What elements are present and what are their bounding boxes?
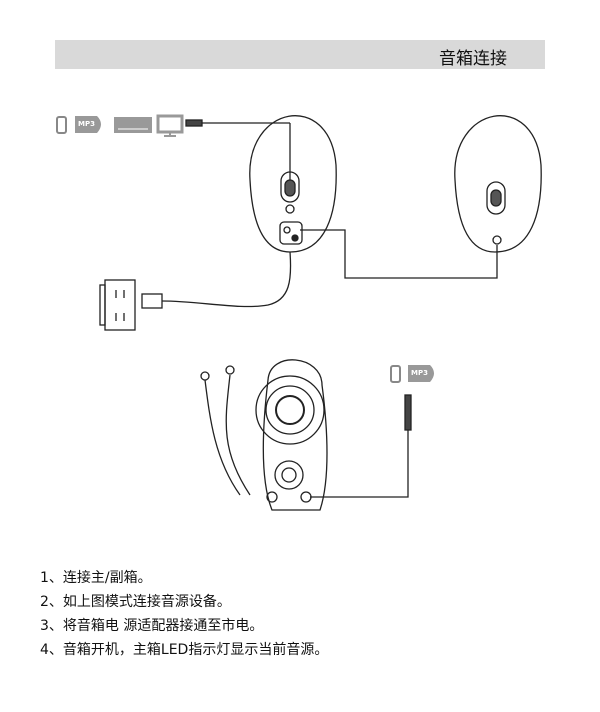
section-header: 音箱连接: [55, 40, 545, 69]
instruction-step: 1、连接主/副箱。: [40, 570, 152, 586]
main-speaker-rear: [249, 115, 337, 253]
mp3-label: MP3: [78, 120, 95, 128]
section-title: 音箱连接: [439, 49, 507, 69]
speaker-link-cable: [300, 229, 498, 279]
instruction-step: 2、如上图模式连接音源设备。: [40, 594, 231, 610]
instruction-list: 1、连接主/副箱。 2、如上图模式连接音源设备。 3、将音箱电 源适配器接通至市…: [40, 566, 328, 662]
mp3-icon: MP3: [408, 365, 434, 382]
instruction-step: 4、音箱开机，主箱LED指示灯显示当前音源。: [40, 642, 329, 658]
audio-jack-plug: [404, 394, 412, 431]
aux-cable: [310, 430, 409, 498]
power-cable: [161, 251, 292, 308]
mp3-label: MP3: [411, 369, 428, 377]
notebook-icon: [114, 117, 152, 133]
monitor-icon: [156, 114, 184, 137]
secondary-speaker-rear: [454, 115, 542, 253]
phone-icon: [56, 116, 67, 134]
phone-icon: [390, 365, 401, 383]
mp3-icon: MP3: [75, 116, 101, 133]
audio-jack-plug: [185, 119, 290, 127]
wall-outlet: [99, 279, 136, 331]
main-speaker-front: [255, 359, 328, 511]
instruction-step: 3、将音箱电 源适配器接通至市电。: [40, 618, 264, 634]
power-adapter: [141, 293, 163, 309]
connection-diagram: MP3 MP3: [56, 114, 542, 511]
earphones: [200, 365, 251, 496]
